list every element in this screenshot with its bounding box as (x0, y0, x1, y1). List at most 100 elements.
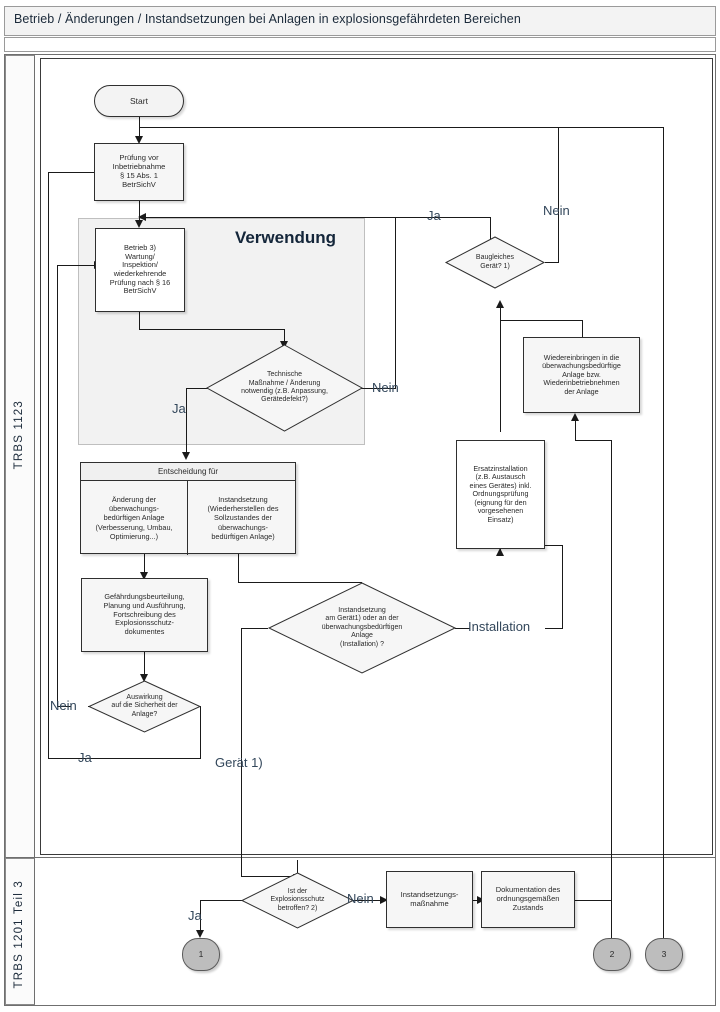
edge-gefaehrdung-down (144, 652, 145, 676)
connector-1[interactable]: 1 (182, 938, 220, 971)
lane-body-trbs-1123 (35, 55, 715, 858)
node-entscheidung-fuer[interactable]: Entscheidung für Änderung der überwachun… (80, 462, 296, 555)
edge-ersatz-to-baugleiches (500, 307, 501, 432)
edge-geraet-into-explosionsschutz (297, 860, 298, 877)
edge-nein-auswirkung-up (57, 265, 58, 707)
edge-into-wiedereinbringen-up (575, 420, 576, 441)
edge-dokumentation-out (575, 900, 612, 901)
edge-geraet-across (241, 876, 298, 877)
edge-instandsetzung-across (238, 582, 361, 583)
node-auswirkung-label: Auswirkung auf die Sicherheit der Anlage… (111, 693, 178, 718)
node-ist-der-explosionsschutz[interactable]: Ist der Explosionsschutz betroffen? 2) (240, 872, 355, 929)
node-instandsetzung-am-geraet-label: Instandsetzung am Gerät1) oder an der üb… (321, 607, 403, 648)
lane-label-trbs-1201: TRBS 1201 Teil 3 (13, 880, 25, 989)
connector-2-label: 2 (609, 949, 615, 960)
edge-label-installation: Installation (468, 619, 531, 634)
node-instandsetzungsmassnahme-label: Instandsetzungs- maßnahme (400, 889, 459, 908)
edge-betrieb-down (139, 312, 140, 329)
edge-label-geraet: Gerät 1) (215, 755, 263, 770)
edge-label-ja-auswirkung: Ja (78, 750, 92, 765)
edge-betrieb-across (139, 329, 284, 330)
edge-to-connector-2 (611, 900, 612, 945)
edge-geraet-down (241, 628, 242, 876)
edge-massnahme-to-dokumentation (472, 900, 480, 901)
entscheidung-cell-instandsetzung[interactable]: Instandsetzung (Wiederherstellen des Sol… (207, 495, 279, 541)
lane-label-trbs-1123: TRBS 1123 (13, 400, 25, 470)
verwendung-group-title: Verwendung (234, 228, 337, 247)
node-gefaehrdungsbeurteilung[interactable]: Gefährdungsbeurteilung, Planung und Ausf… (81, 578, 208, 652)
edge-installation-horizontal (455, 628, 470, 629)
node-ist-der-explosionsschutz-label: Ist der Explosionsschutz betroffen? 2) (270, 887, 325, 912)
entscheidung-header: Entscheidung für (81, 463, 295, 481)
edge-ja-technische-down (186, 388, 187, 454)
edge-label-nein-explosionsschutz: Nein (347, 891, 374, 906)
lane-inner-border (40, 58, 713, 855)
edge-label-nein-technische: Nein (372, 380, 399, 395)
node-betrieb[interactable]: Betrieb 3) Wartung/ Inspektion/ wiederke… (95, 228, 185, 312)
edge-nein-auswirkung-horizontal-2 (57, 706, 71, 707)
edge-ja-auswirkung-up (48, 172, 49, 759)
arrowhead-entscheidung-in (182, 452, 190, 460)
arrowhead-connector-1-in (196, 930, 204, 938)
edge-nein-explosionsschutz-horizontal (344, 900, 382, 901)
arrowhead-baugleiches-in (496, 300, 504, 308)
arrowhead-betrieb-in (135, 220, 143, 228)
page-title: Betrieb / Änderungen / Instandsetzungen … (14, 12, 521, 26)
node-pruefung-vor-inbetriebnahme[interactable]: Prüfung vor Inbetriebnahme § 15 Abs. 1 B… (94, 143, 184, 201)
connector-3-label: 3 (661, 949, 667, 960)
edge-ja-baugleiches-horizontal (146, 217, 491, 218)
title-bar (4, 6, 716, 36)
node-betrieb-label: Betrieb 3) Wartung/ Inspektion/ wiederke… (109, 242, 171, 296)
edge-ja-explosionsschutz-horizontal (200, 900, 250, 901)
edge-instandsetzung-down (238, 554, 239, 582)
lane-header-trbs-1201 (5, 858, 35, 1005)
node-gefaehrdungsbeurteilung-label: Gefährdungsbeurteilung, Planung und Ausf… (103, 592, 186, 636)
lane-header-trbs-1123 (5, 55, 35, 858)
entscheidung-cell-aenderung[interactable]: Änderung der überwachungs- bedürftigen A… (81, 481, 188, 555)
node-dokumentation-label: Dokumentation des ordnungsgemäßen Zustan… (495, 885, 561, 912)
edge-nein-baugleiches-horizontal (545, 262, 559, 263)
edge-pruefung-to-betrieb (139, 200, 140, 222)
edge-ja-technische-horizontal (186, 388, 214, 389)
node-dokumentation[interactable]: Dokumentation des ordnungsgemäßen Zustan… (481, 871, 575, 928)
edge-to-technische (284, 329, 285, 343)
edge-ja-explosionsschutz-down (200, 900, 201, 933)
edge-nein-baugleiches-up (558, 127, 559, 263)
arrowhead-pruefung-in (135, 136, 143, 144)
node-auswirkung[interactable]: Auswirkung auf die Sicherheit der Anlage… (87, 680, 202, 733)
edge-ja-auswirkung-to-pruefung (48, 172, 95, 173)
arrowhead-ja-baugleiches (138, 213, 146, 221)
node-pruefung-label: Prüfung vor Inbetriebnahme § 15 Abs. 1 B… (112, 153, 166, 189)
connector-2[interactable]: 2 (593, 938, 631, 971)
edge-top-return-horizontal (139, 127, 664, 128)
node-start[interactable]: Start (94, 85, 184, 117)
node-instandsetzung-am-geraet[interactable]: Instandsetzung am Gerät1) oder an der üb… (267, 582, 457, 674)
node-technische-massnahme[interactable]: Technische Maßnahme / Änderung notwendig… (205, 344, 364, 432)
arrowhead-wiedereinbringen-in (571, 413, 579, 421)
subtitle-bar (4, 37, 716, 52)
arrowhead-gefaehrdung-in (140, 572, 148, 580)
node-ersatzinstallation-label: Ersatzinstallation (z.B. Austausch eines… (469, 463, 532, 524)
connector-3[interactable]: 3 (645, 938, 683, 971)
edge-label-nein-baugleiches: Nein (543, 203, 570, 218)
edge-to-connector-3 (663, 900, 664, 945)
edge-label-ja-technische: Ja (172, 401, 186, 416)
node-wiedereinbringen-label: Wiedereinbringen in die überwachungsbedü… (542, 352, 621, 396)
node-ersatzinstallation[interactable]: Ersatzinstallation (z.B. Austausch eines… (456, 440, 545, 549)
arrowhead-ersatzinstallation-in (496, 548, 504, 556)
edge-installation-up (562, 545, 563, 629)
edge-nein-auswirkung-to-betrieb (57, 265, 95, 266)
node-technische-massnahme-label: Technische Maßnahme / Änderung notwendig… (241, 371, 328, 404)
edge-wiedereinbringen-top-down (582, 320, 583, 338)
node-instandsetzungsmassnahme[interactable]: Instandsetzungs- maßnahme (386, 871, 473, 928)
edge-dokumentation-right-vertical (611, 440, 612, 945)
node-wiedereinbringen[interactable]: Wiedereinbringen in die überwachungsbedü… (523, 337, 640, 413)
edge-nein-technische-up (395, 217, 396, 389)
edge-ja-baugleiches-down (490, 217, 491, 247)
node-baugleiches-geraet[interactable]: Baugleiches Gerät? 1) (444, 236, 546, 289)
edge-nein-technische-horizontal-2 (372, 388, 396, 389)
edge-ja-auswirkung-down (200, 706, 201, 758)
edge-right-outer-vertical (663, 127, 664, 945)
node-baugleiches-geraet-label: Baugleiches Gerät? 1) (475, 254, 515, 270)
